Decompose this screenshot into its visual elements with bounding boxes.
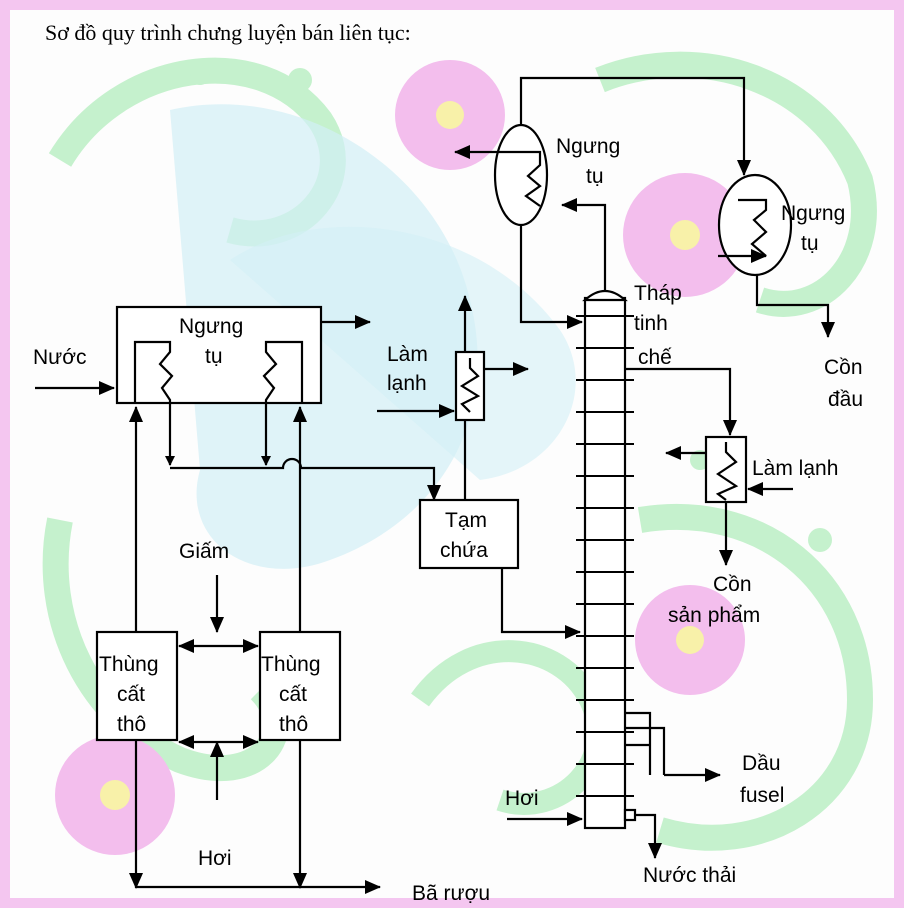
product-label: Cồn (713, 573, 752, 596)
cooler-1: Làm lạnh (377, 295, 529, 500)
coil-left (133, 340, 174, 445)
decorative-background (42, 51, 877, 855)
cooler-2-label: Làm lạnh (752, 457, 838, 480)
column-label-2: tinh (634, 312, 668, 335)
main-condenser: Ngưng tụ Nước (33, 305, 371, 466)
still-2-label: Thùng (261, 653, 321, 676)
crude-still-1: Thùng cất thô (95, 630, 179, 742)
diagram-title: Sơ đồ quy trình chưng luyện bán liên tục… (45, 20, 411, 45)
waste-label: Bã rượu (412, 882, 490, 905)
cooler-1-label-2: lạnh (387, 372, 427, 395)
vapor-to-condenser-2 (519, 76, 751, 176)
still-2-label-3: thô (279, 713, 308, 736)
flower-1 (395, 60, 505, 170)
product-label-2: sản phẩm (668, 604, 760, 627)
column-label-3: chế (638, 346, 672, 369)
coil-right (262, 340, 304, 445)
cooler-2: Làm lạnh (665, 435, 838, 504)
water-label: Nước (33, 346, 87, 369)
still-1-label-3: thô (117, 713, 146, 736)
crude-still-2: Thùng cất thô (258, 630, 342, 742)
still-1-label-2: cất (117, 683, 145, 706)
fusel-label: Dầu (742, 752, 781, 775)
condenser-2: Ngưng tụ (717, 173, 845, 277)
main-condenser-label: Ngưng (179, 315, 243, 338)
condenser-1-label: Ngưng (556, 135, 620, 158)
head-alcohol-outlet (755, 275, 835, 338)
feed-to-column (500, 568, 581, 639)
head-alcohol-label: Cồn (824, 356, 863, 379)
main-condenser-label-2: tụ (205, 345, 223, 368)
condenser-2-label-2: tụ (801, 232, 819, 255)
reflux-line (519, 225, 583, 329)
condenser-2-label: Ngưng (781, 202, 845, 225)
distillation-column: Tháp tinh chế (576, 282, 682, 830)
holding-tank: Tạm chứa (418, 498, 520, 570)
product-draw-line (625, 367, 737, 436)
still-1-label: Thùng (99, 653, 159, 676)
still-2-label-2: cất (279, 683, 307, 706)
column-label: Tháp (634, 282, 682, 305)
fusel-label-2: fusel (740, 784, 784, 807)
steam-label-column: Hơi (505, 787, 539, 810)
holding-tank-label-2: chứa (440, 539, 488, 562)
cooler-1-label: Làm (387, 343, 428, 366)
vinegar-label: Giấm (179, 540, 229, 563)
flower-2 (623, 173, 747, 297)
steam-label-bottom: Hơi (198, 847, 232, 870)
wastewater-outlet (635, 813, 662, 859)
head-alcohol-label-2: đầu (828, 388, 863, 411)
condenser-1-label-2: tụ (586, 165, 604, 188)
column-trays (576, 315, 634, 797)
flower-4 (55, 735, 175, 855)
wastewater-label: Nước thải (643, 864, 736, 887)
flower-3 (635, 585, 745, 695)
holding-tank-label: Tạm (445, 509, 487, 532)
